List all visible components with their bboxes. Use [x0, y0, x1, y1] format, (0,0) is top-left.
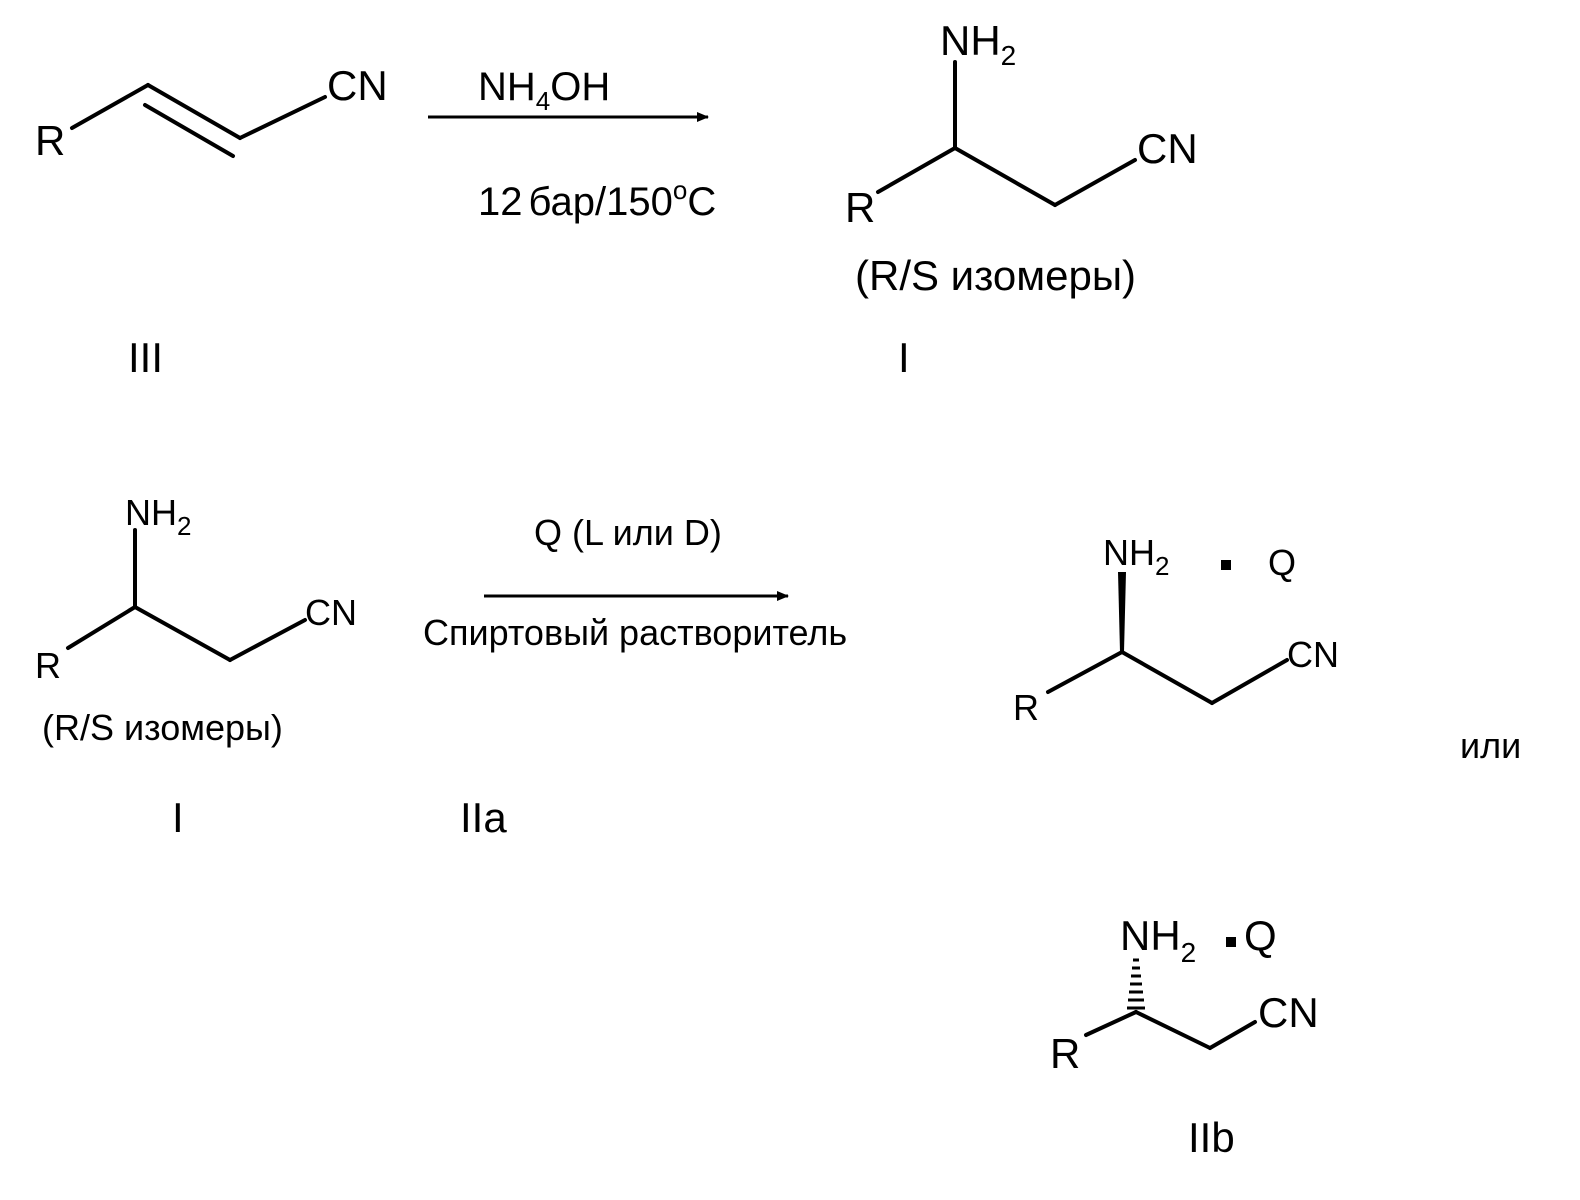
compound-III-structure: R CN [35, 62, 388, 164]
bond [230, 620, 305, 660]
q-label: Q [1268, 542, 1296, 583]
salt-dot [1226, 937, 1236, 947]
nitrile-label: CN [1137, 125, 1198, 172]
wedge-bond [1118, 572, 1126, 652]
bond [1055, 160, 1135, 205]
r-group-label: R [845, 184, 875, 231]
compound-I-structure-top: NH2 R CN [845, 17, 1198, 231]
solvent-label: Спиртовый растворитель [423, 612, 847, 653]
bond [1136, 1012, 1210, 1048]
compound-IIb-structure: NH2 R CN Q [1050, 912, 1319, 1077]
double-bond-inner [145, 105, 233, 156]
hashed-wedge-bond [1127, 960, 1145, 1008]
compound-label-IIa: IIa [460, 794, 507, 841]
bond [1048, 652, 1122, 692]
amine-label: NH2 [1103, 532, 1169, 581]
bond [1086, 1012, 1136, 1035]
bond [68, 607, 135, 648]
r-group-label: R [1050, 1030, 1080, 1077]
compound-label-III: III [128, 334, 163, 381]
amine-label: NH2 [940, 17, 1016, 71]
nitrile-label: CN [1287, 634, 1339, 675]
compound-label-I-top: I [898, 334, 910, 381]
bond [240, 97, 325, 138]
nitrile-label: CN [305, 592, 357, 633]
nitrile-label: CN [1258, 989, 1319, 1036]
bond [72, 85, 148, 128]
isomers-note: (R/S изомеры) [855, 252, 1136, 299]
bond [1122, 652, 1212, 703]
r-group-label: R [35, 117, 65, 164]
bond [878, 148, 955, 192]
r-group-label: R [35, 645, 61, 686]
q-label: Q [1244, 912, 1277, 959]
compound-label-I-bottom: I [172, 794, 184, 841]
amine-label: NH2 [1120, 912, 1196, 968]
reagent-nh4oh: NH4OH [478, 65, 610, 116]
reagent-q: Q (L или D) [534, 512, 722, 553]
reaction-conditions-1: 12бар/150oC [478, 175, 716, 224]
compound-I-structure-bottom: NH2 R CN [35, 492, 357, 686]
isomers-note: (R/S изомеры) [42, 707, 283, 748]
r-group-label: R [1013, 687, 1039, 728]
compound-label-IIb: IIb [1188, 1114, 1235, 1161]
bond [1210, 1022, 1255, 1048]
bond [135, 607, 230, 660]
double-bond-outer [148, 85, 240, 138]
compound-IIa-structure: NH2 R CN Q [1013, 532, 1339, 728]
salt-dot [1221, 560, 1231, 570]
or-label: или [1460, 725, 1521, 766]
nitrile-label: CN [327, 62, 388, 109]
bond [955, 148, 1055, 205]
bond [1212, 660, 1287, 703]
